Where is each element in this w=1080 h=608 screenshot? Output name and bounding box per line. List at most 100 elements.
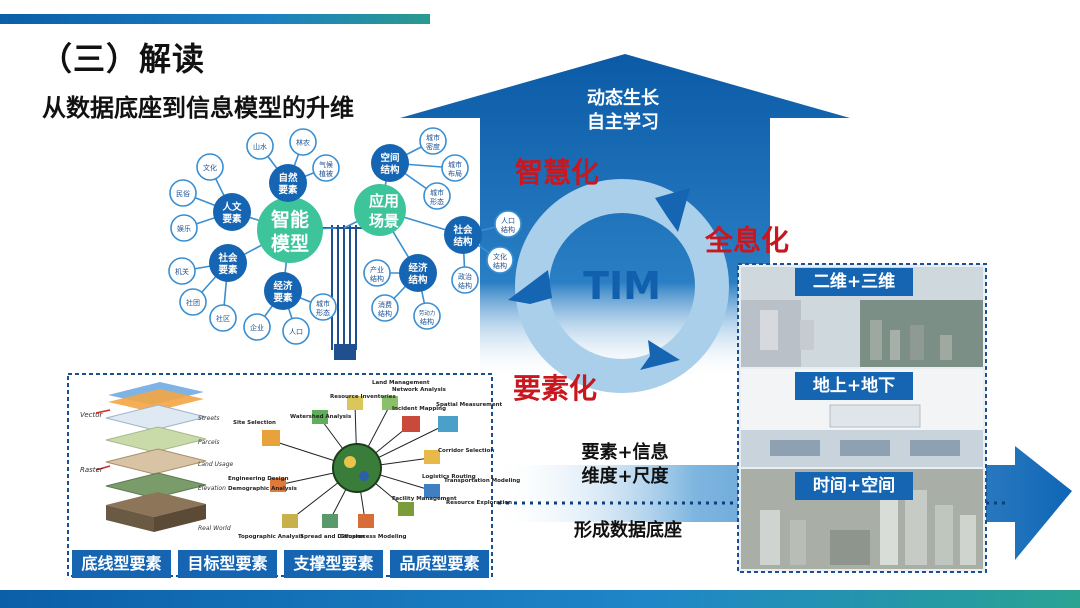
tree-leaf-yule: 娱乐 xyxy=(170,214,198,242)
svg-text:Site Selection: Site Selection xyxy=(233,420,276,426)
svg-text:形态: 形态 xyxy=(430,197,444,206)
svg-text:Geoprocess Modeling: Geoprocess Modeling xyxy=(340,534,407,540)
svg-text:社会: 社会 xyxy=(452,224,473,236)
gis-layer-stack xyxy=(95,382,207,532)
photo-label-above-below: 地上+地下 xyxy=(795,372,913,400)
svg-text:产业: 产业 xyxy=(370,265,384,274)
gis-label-parcels: Parcels xyxy=(198,439,220,446)
svg-text:Spread and Diffusion: Spread and Diffusion xyxy=(300,534,365,540)
chevron-left-icon xyxy=(508,270,552,304)
photo-time-space xyxy=(741,469,983,569)
svg-text:劳动力: 劳动力 xyxy=(419,309,436,317)
svg-text:Demographic Analysis: Demographic Analysis xyxy=(228,486,298,492)
svg-text:林农: 林农 xyxy=(296,138,310,147)
svg-text:Resource Exploration: Resource Exploration xyxy=(446,500,512,506)
svg-text:空间: 空间 xyxy=(380,152,399,164)
tag-zhicheng: 支撑型要素 xyxy=(284,550,383,578)
svg-text:城市: 城市 xyxy=(448,160,462,169)
svg-text:娱乐: 娱乐 xyxy=(177,224,191,233)
svg-text:结构: 结构 xyxy=(370,274,384,283)
svg-text:Engineering Design: Engineering Design xyxy=(228,476,289,482)
tree-base xyxy=(334,344,356,360)
svg-text:Spatial Measurement: Spatial Measurement xyxy=(436,402,503,408)
bottom-accent-bar xyxy=(0,590,1080,608)
svg-text:模型: 模型 xyxy=(271,232,309,255)
svg-text:山水: 山水 xyxy=(253,142,267,151)
gis-label-real-world: Real World xyxy=(198,525,231,532)
svg-text:结构: 结构 xyxy=(379,164,400,176)
tree-leaf-linnong: 林农 xyxy=(289,128,317,156)
tree-leaf-shequ: 社区 xyxy=(209,304,237,332)
svg-text:文化: 文化 xyxy=(203,163,217,172)
svg-text:经济: 经济 xyxy=(273,280,293,292)
svg-text:结构: 结构 xyxy=(452,236,473,248)
gis-globe-icon xyxy=(332,443,382,493)
svg-text:城市: 城市 xyxy=(426,133,440,142)
svg-text:气候: 气候 xyxy=(319,160,333,169)
svg-text:密度: 密度 xyxy=(426,142,440,151)
gis-label-raster: Raster xyxy=(80,466,104,474)
mid-text-weidu-chidu: 维度+尺度 xyxy=(581,466,669,487)
photo-label-time-space: 时间+空间 xyxy=(795,472,913,500)
arrow-text-line2: 自主学习 xyxy=(587,111,659,133)
mid-text-yaosu-xinxi: 要素+信息 xyxy=(581,442,669,463)
svg-text:消费: 消费 xyxy=(378,300,392,309)
gis-label-elevation: Elevation xyxy=(198,485,226,492)
photo-label-2d-3d: 二维+三维 xyxy=(795,268,913,296)
svg-text:要素: 要素 xyxy=(273,292,293,304)
svg-text:政治: 政治 xyxy=(458,272,472,281)
svg-text:人文: 人文 xyxy=(222,201,242,213)
svg-text:Facility Management: Facility Management xyxy=(392,496,457,502)
tag-pinzhi: 品质型要素 xyxy=(390,550,489,578)
gis-app-labels: Site Selection Watershed Analysis Resour… xyxy=(228,380,520,540)
svg-text:要素: 要素 xyxy=(218,264,238,276)
tree-leaf-shetuan: 社团 xyxy=(179,288,207,316)
label-yaosu: 要素化 xyxy=(513,372,597,405)
tree-leaf-renkou_l: 人口 xyxy=(282,317,310,345)
globe-spot-icon xyxy=(344,456,356,468)
arrow-text-line1: 动态生长 xyxy=(587,87,660,109)
svg-text:Land Management: Land Management xyxy=(372,380,430,386)
tree-leaf-qiye: 企业 xyxy=(243,313,271,341)
svg-text:结构: 结构 xyxy=(378,309,392,318)
svg-text:经济: 经济 xyxy=(408,262,428,274)
svg-text:文化: 文化 xyxy=(493,252,507,261)
svg-text:社团: 社团 xyxy=(186,298,200,307)
svg-text:结构: 结构 xyxy=(407,274,428,286)
svg-text:Transportation Modeling: Transportation Modeling xyxy=(444,478,520,484)
tree-leaves: 山水林农气候植被文化民俗娱乐机关社团社区企业人口城市形态城市密度城市布局城市形态… xyxy=(168,127,522,345)
svg-text:城市: 城市 xyxy=(316,299,330,308)
svg-text:结构: 结构 xyxy=(501,225,515,234)
svg-text:人口: 人口 xyxy=(501,217,515,225)
hub-zhineng-moxing: 智能 模型 xyxy=(257,197,323,263)
svg-text:Network Analysis: Network Analysis xyxy=(392,387,447,393)
svg-text:社会: 社会 xyxy=(217,252,238,264)
svg-text:智能: 智能 xyxy=(271,208,309,231)
gis-label-vector: Vector xyxy=(80,411,104,419)
svg-text:植被: 植被 xyxy=(319,169,333,178)
gis-label-land-usage: Land Usage xyxy=(198,461,234,468)
gis-app-tiles xyxy=(262,396,458,528)
svg-text:Resource Inventories: Resource Inventories xyxy=(330,394,396,400)
svg-text:要素: 要素 xyxy=(222,213,242,225)
gis-panel-border xyxy=(67,373,493,577)
svg-text:人口: 人口 xyxy=(289,328,303,336)
tag-dixian: 底线型要素 xyxy=(72,550,171,578)
svg-text:机关: 机关 xyxy=(175,267,189,276)
globe-spot-icon xyxy=(359,471,369,481)
top-accent-bar xyxy=(0,14,430,24)
